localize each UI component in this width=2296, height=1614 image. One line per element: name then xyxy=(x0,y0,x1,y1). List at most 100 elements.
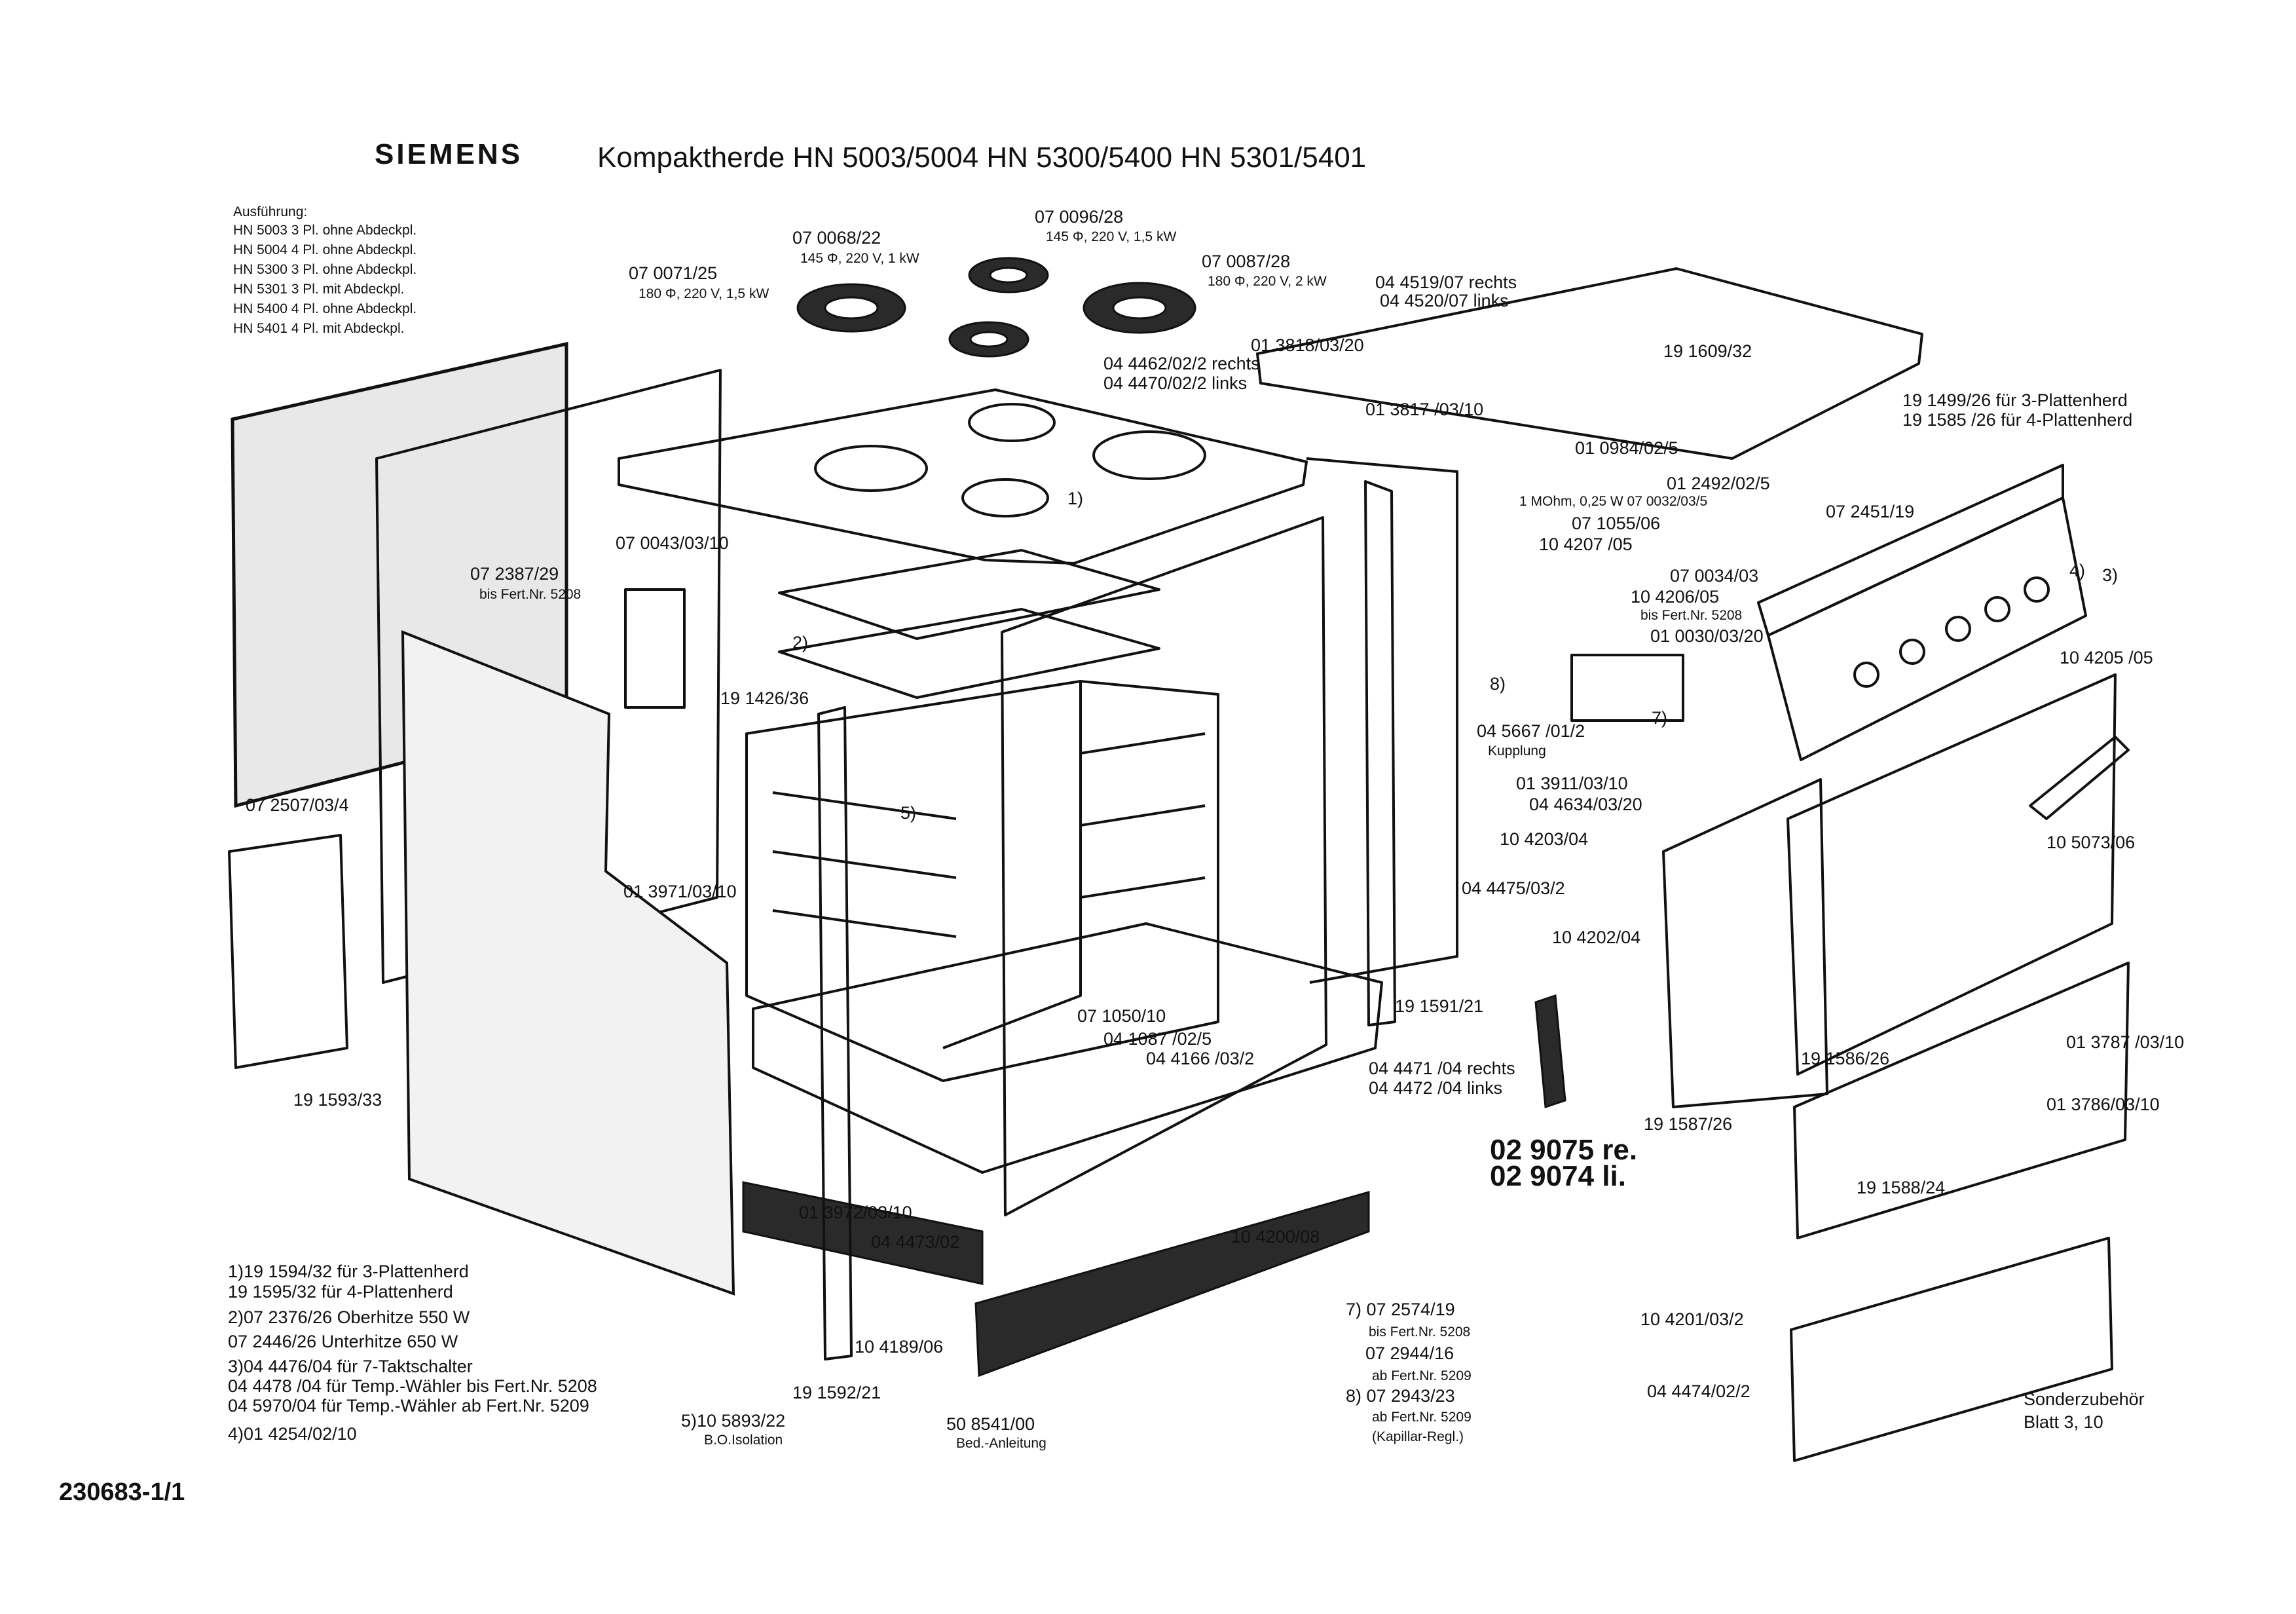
label: 04 4475/03/2 xyxy=(1462,878,1565,898)
footnote-line: 1)19 1594/32 für 3-Plattenherd xyxy=(228,1262,469,1281)
label: 19 1593/33 xyxy=(293,1090,382,1110)
side-insulation xyxy=(401,630,735,1296)
lamp-holder xyxy=(624,588,686,709)
front-frame xyxy=(1001,516,1327,1216)
variant-line: HN 5400 4 Pl. ohne Abdeckpl. xyxy=(233,301,417,316)
rear-frame xyxy=(1306,457,1458,984)
label: 07 0087/28 xyxy=(1202,252,1290,271)
label: 19 1588/24 xyxy=(1857,1178,1945,1197)
label: 19 1591/21 xyxy=(1395,996,1483,1016)
footnote-marker: 4) xyxy=(2069,561,2085,580)
variant-line: HN 5003 3 Pl. ohne Abdeckpl. xyxy=(233,223,417,238)
insulation-note: 5)10 5893/22 xyxy=(681,1411,785,1431)
label: 04 4462/02/2 rechts xyxy=(1103,354,1260,373)
footnote-line: 07 2944/16 xyxy=(1365,1343,1454,1363)
label: 145 Φ, 220 V, 1 kW xyxy=(800,251,919,266)
footnote-marker: 3) xyxy=(2102,565,2118,585)
label: 19 1426/36 xyxy=(720,688,809,708)
part-labels: 07 0068/22 145 Φ, 220 V, 1 kW 07 0096/28… xyxy=(246,207,2184,1432)
footnote-marker: 7) xyxy=(1652,708,1667,728)
label: 01 3972/03/10 xyxy=(799,1203,912,1222)
document-number: 230683-1/1 xyxy=(59,1478,185,1506)
page-title: Kompaktherde HN 5003/5004 HN 5300/5400 H… xyxy=(597,141,1366,174)
footnotes-right: 7) 07 2574/19 bis Fert.Nr. 5208 07 2944/… xyxy=(1346,1300,1472,1444)
label: 145 Φ, 220 V, 1,5 kW xyxy=(1046,229,1176,244)
label: 04 4470/02/2 links xyxy=(1103,373,1247,393)
label: 10 4207 /05 xyxy=(1539,535,1633,554)
label: 01 0984/02/5 xyxy=(1575,438,1678,458)
variant-line: HN 5301 3 Pl. mit Abdeckpl. xyxy=(233,282,404,297)
label: 04 4473/02 xyxy=(871,1232,959,1252)
label: Blatt 3, 10 xyxy=(2024,1412,2103,1432)
plinth-front xyxy=(974,1191,1370,1378)
footnote-line: 04 4478 /04 für Temp.-Wähler bis Fert.Nr… xyxy=(228,1376,597,1396)
footnote-line: 04 5970/04 für Temp.-Wähler ab Fert.Nr. … xyxy=(228,1396,589,1416)
insulation-note: B.O.Isolation xyxy=(704,1433,783,1448)
variants-list: Ausführung: HN 5003 3 Pl. ohne Abdeckpl.… xyxy=(233,204,417,336)
manual-note: 50 8541/00 xyxy=(946,1414,1035,1434)
side-strip xyxy=(1364,480,1396,1026)
plinth-left xyxy=(742,1181,984,1285)
label: 07 1050/10 xyxy=(1077,1006,1166,1026)
label: 04 1087 /02/5 xyxy=(1103,1029,1212,1049)
label: 01 0030/03/20 xyxy=(1650,626,1764,646)
footnote-line: 8) 07 2943/23 xyxy=(1346,1386,1455,1406)
label: 10 4201/03/2 xyxy=(1640,1309,1744,1329)
label: 07 2507/03/4 xyxy=(246,795,349,815)
label: 19 1586/26 xyxy=(1801,1049,1889,1068)
label: 07 1055/06 xyxy=(1572,514,1660,533)
label: 01 3911/03/10 xyxy=(1516,774,1628,793)
label: 04 4166 /03/2 xyxy=(1146,1049,1254,1068)
label: 04 4471 /04 rechts xyxy=(1369,1059,1515,1078)
footnote-marker: 8) xyxy=(1490,674,1506,694)
footnotes-left: 1)19 1594/32 für 3-Plattenherd 19 1595/3… xyxy=(228,1262,597,1444)
hot-plates xyxy=(796,257,1196,358)
label: 19 1499/26 für 3-Plattenherd xyxy=(1902,390,2128,410)
label: 07 0068/22 xyxy=(792,228,881,248)
footnote-marker: 5) xyxy=(900,803,916,823)
label: 19 1585 /26 für 4-Plattenherd xyxy=(1902,410,2132,430)
footnote-line: ab Fert.Nr. 5209 xyxy=(1372,1410,1472,1425)
label: 07 0043/03/10 xyxy=(616,533,729,553)
label: 1 MOhm, 0,25 W 07 0032/03/5 xyxy=(1519,494,1707,509)
footnote-line: 4)01 4254/02/10 xyxy=(228,1424,357,1444)
label: bis Fert.Nr. 5208 xyxy=(1640,608,1742,623)
label: 10 4189/06 xyxy=(855,1337,943,1357)
footnote-line: 07 2446/26 Unterhitze 650 W xyxy=(228,1332,458,1351)
label: 07 0071/25 xyxy=(629,263,717,283)
hinge-code-left: 02 9074 li. xyxy=(1490,1160,1626,1192)
manual-note: Bed.-Anleitung xyxy=(956,1436,1046,1451)
drawer-front xyxy=(1790,1237,2113,1462)
control-panel xyxy=(1767,497,2087,761)
hob-top xyxy=(618,388,1308,565)
cover-plate xyxy=(1256,267,1923,460)
bottom-tray xyxy=(752,922,1383,1174)
label: 07 2451/19 xyxy=(1826,502,1914,521)
footnote-line: ab Fert.Nr. 5209 xyxy=(1372,1368,1472,1383)
switch-block xyxy=(1570,654,1684,722)
variants-heading: Ausführung: xyxy=(233,204,307,219)
label: 04 4520/07 links xyxy=(1380,291,1509,310)
label: 04 5667 /01/2 xyxy=(1477,721,1585,741)
footnote-marker: 2) xyxy=(792,633,808,652)
label: 10 4203/04 xyxy=(1500,829,1588,849)
label: 04 4634/03/20 xyxy=(1529,795,1642,814)
variant-line: HN 5401 4 Pl. mit Abdeckpl. xyxy=(233,321,404,336)
label: 04 4472 /04 links xyxy=(1369,1078,1502,1098)
label: 01 3971/03/10 xyxy=(623,882,737,901)
label: 07 0096/28 xyxy=(1035,207,1123,227)
hinge-code-right: 02 9075 re. xyxy=(1490,1134,1637,1166)
label: 01 3818/03/20 xyxy=(1251,335,1364,355)
left-gasket-frame xyxy=(375,369,722,984)
footnote-marker: 1) xyxy=(1067,489,1083,508)
door-handle xyxy=(2029,736,2130,820)
oven-grid xyxy=(778,608,1160,699)
footnote-line: 19 1595/32 für 4-Plattenherd xyxy=(228,1282,453,1302)
label: 180 Φ, 220 V, 2 kW xyxy=(1208,274,1327,289)
footnote-line: 7) 07 2574/19 xyxy=(1346,1300,1455,1319)
label: 10 4206/05 xyxy=(1631,587,1719,607)
label: Kupplung xyxy=(1488,743,1546,759)
mounting-frame xyxy=(228,834,348,1069)
label: 01 3787 /03/10 xyxy=(2066,1032,2184,1052)
